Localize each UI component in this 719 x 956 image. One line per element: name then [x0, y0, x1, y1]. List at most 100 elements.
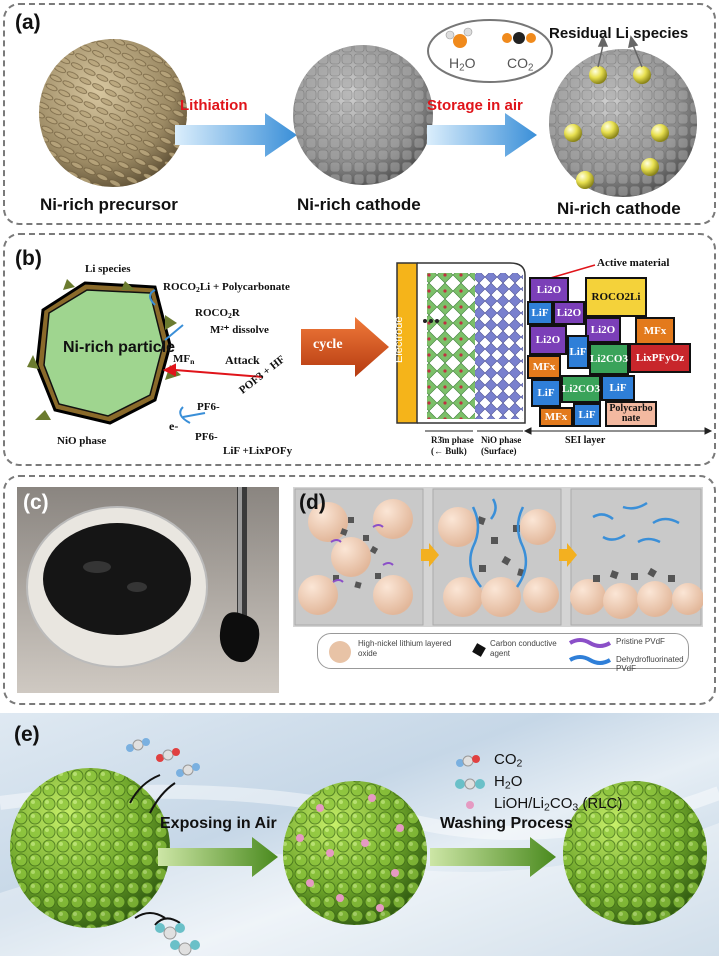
panel-d-label: (d)	[299, 491, 326, 514]
incoming-arrows	[129, 774, 181, 926]
co2-molecule-icon	[502, 32, 536, 44]
legend-carbon: Carbon conductive agent	[490, 639, 557, 658]
reaction-arrows	[149, 289, 206, 424]
sei-lif-b: LiF	[567, 335, 589, 369]
panel-b: (b)	[3, 233, 716, 466]
sei-li2o-c: Li2O	[529, 325, 567, 355]
panel-c-label: (c)	[23, 491, 49, 514]
panel-b-label: (b)	[15, 247, 42, 270]
residual-label: Residual Li species	[549, 25, 689, 42]
sei-li2co3-a: Li2CO3	[589, 343, 629, 375]
electrode-bar	[396, 262, 418, 424]
panel-e-illustration	[0, 738, 719, 956]
sei-rocoli: ROCO2Li	[585, 277, 647, 317]
lithiation-label: Lithiation	[180, 97, 248, 114]
legend-co2-icon	[456, 755, 480, 767]
panel-d-legend: High-nickel lithium layered oxide Carbon…	[317, 633, 689, 673]
pf6-label-a: PF6-	[197, 401, 220, 413]
sei-lif-c: LiF	[531, 379, 561, 407]
h2o-molecules	[155, 923, 200, 956]
electron-label: e-	[169, 419, 179, 433]
r3m-label: R3̄m phase(← Bulk)	[431, 435, 474, 456]
cycle-arrow	[301, 317, 389, 377]
attack-label: Attack	[225, 353, 260, 367]
nio-phase2-label: NiO phase(Surface)	[481, 435, 522, 456]
exposing-label: Exposing in Air	[160, 815, 277, 832]
green-sphere-1	[10, 768, 170, 928]
legend-h2o-icon	[455, 778, 485, 790]
panel-cd: (c)	[3, 475, 716, 705]
legend-co2-label: CO2	[494, 751, 523, 770]
sei-lipfo: LixPFyOz	[629, 343, 691, 373]
sei-li2o-b: Li2O	[553, 301, 585, 325]
exposing-arrow	[158, 837, 278, 877]
legend-dehydro: Dehydrofluorinated PVdF	[616, 655, 684, 673]
sei-lif-e: LiF	[573, 403, 601, 427]
slurry-photo: (c)	[17, 487, 279, 693]
green-sphere-2	[283, 781, 427, 925]
cathode-caption: Ni-rich cathode	[297, 195, 421, 214]
attack-arrow	[162, 363, 264, 378]
co2-molecules	[126, 738, 200, 777]
sei-polycarbonate: Polycarbo nate	[605, 401, 657, 427]
panel-e-label: (e)	[14, 723, 40, 746]
sei-li2co3-b: Li2CO3	[561, 375, 601, 403]
panel-a-label: (a)	[15, 11, 41, 34]
residual-li-balls	[564, 66, 669, 189]
nio-lattice	[475, 273, 523, 419]
cathode-residual-sphere	[549, 49, 697, 197]
rlc-particles	[296, 794, 404, 912]
panel-a: (a)	[3, 3, 716, 225]
electrode-label: Electrode	[393, 316, 405, 363]
mfn-label: MFn	[173, 353, 195, 366]
legend-rlc-icon	[466, 801, 474, 809]
legend-h2o-label: H2O	[494, 773, 523, 792]
sei-mfx-b: MFx	[527, 355, 561, 379]
sei-li2o-d: Li2O	[585, 317, 621, 343]
legend-rlc-label: LiOH/Li2CO3 (RLC)	[494, 795, 623, 814]
lif-product-label: LiF +LixPOFy	[223, 445, 293, 457]
panel-e: (e) Exposing in Air Washing Process CO2 …	[0, 713, 719, 956]
panel-d-diagram: (d)	[293, 487, 704, 627]
storage-label: Storage in air	[427, 97, 523, 114]
dimension-arrows	[425, 427, 713, 435]
dissolve-label: M²⁺ dissolve	[210, 324, 269, 336]
active-material-label: Active material	[597, 257, 670, 269]
green-sphere-3	[563, 781, 707, 925]
precursor-sphere	[39, 39, 187, 187]
legend-oxide: High-nickel lithium layered oxide	[358, 639, 452, 658]
slurry-photo-drawing	[26, 487, 260, 668]
lithiation-arrow	[175, 113, 297, 157]
precursor-caption: Ni-rich precursor	[40, 195, 178, 214]
legend-markers	[329, 638, 612, 665]
particle-label: Ni-rich particle	[63, 339, 176, 356]
sei-mfx-a: MFx	[635, 317, 675, 345]
pf6-label-b: PF6-	[195, 431, 218, 443]
rocoli-label: ROCO2Li + Polycarbonate	[163, 281, 290, 294]
h2o-label: H2O	[449, 55, 476, 74]
sei-lif-d: LiF	[601, 375, 635, 401]
co2-label: CO2	[507, 55, 534, 74]
cathode-sphere	[293, 45, 433, 185]
legend-pristine: Pristine PVdF	[616, 637, 665, 646]
panel-a-illustration	[39, 19, 697, 197]
r3m-lattice	[427, 273, 475, 419]
sei-layer-label: SEI layer	[565, 435, 606, 446]
nio-phase-label: NiO phase	[57, 435, 107, 447]
washing-arrow	[430, 837, 556, 877]
ellipsis-dots	[423, 319, 439, 323]
sei-li2o-a: Li2O	[529, 277, 569, 303]
ni-rich-particle-shape	[27, 279, 181, 425]
rocor-label: ROCO2R	[195, 307, 240, 320]
panel-b-illustration	[27, 262, 713, 435]
residual-arrows	[597, 35, 643, 68]
sei-lif-a: LiF	[527, 301, 553, 325]
panel-d-drawing	[294, 488, 704, 626]
storage-arrow	[427, 113, 537, 157]
li-species-label: Li species	[85, 263, 131, 275]
sei-mfx-c: MFx	[539, 407, 573, 427]
h2o-molecule-icon	[445, 27, 473, 48]
washing-label: Washing Process	[440, 815, 573, 832]
cycle-label: cycle	[313, 337, 343, 352]
cathode-residual-caption: Ni-rich cathode	[557, 199, 681, 218]
